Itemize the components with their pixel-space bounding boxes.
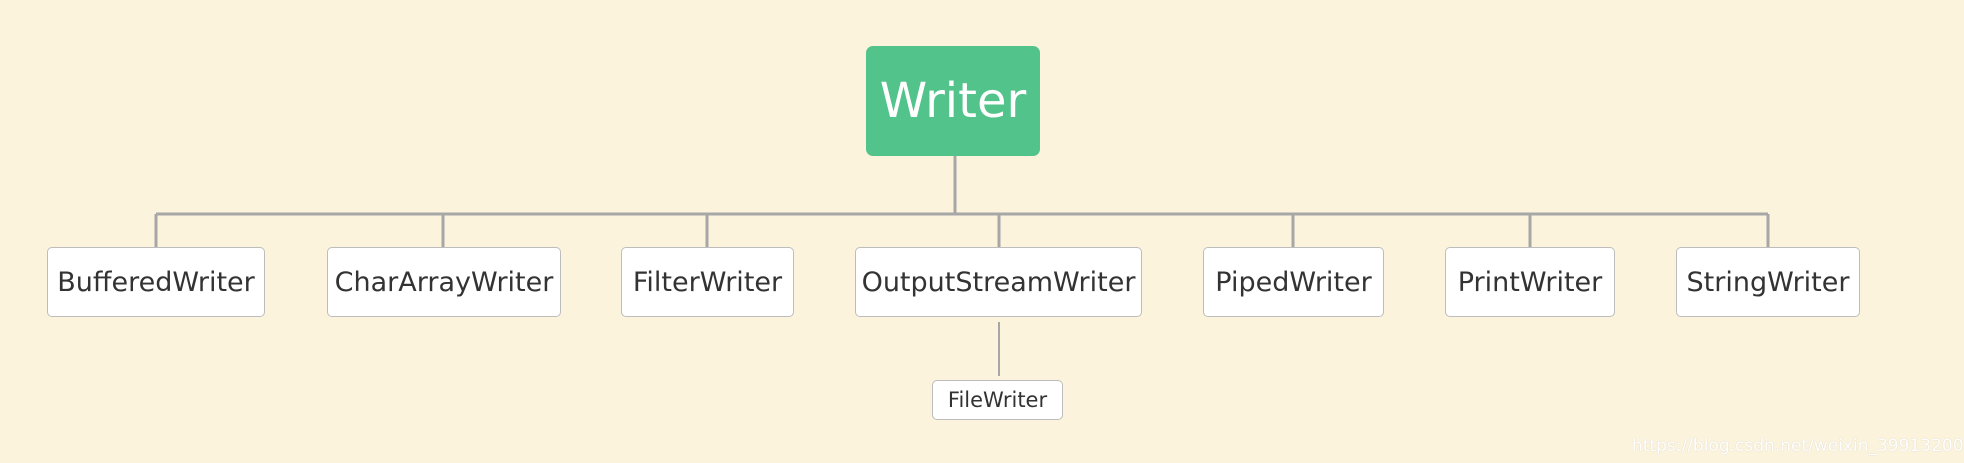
filterwriter-node: FilterWriter — [621, 247, 794, 317]
stringwriter-node: StringWriter — [1676, 247, 1860, 317]
chararraywriter-node: CharArrayWriter — [327, 247, 561, 317]
connector-lines — [154, 156, 1770, 376]
printwriter-node: PrintWriter — [1445, 247, 1615, 317]
bufferedwriter-node: BufferedWriter — [47, 247, 265, 317]
pipedwriter-node: PipedWriter — [1203, 247, 1384, 317]
writer-root-node: Writer — [866, 46, 1040, 156]
filewriter-node: FileWriter — [932, 380, 1063, 420]
outputstreamwriter-node: OutputStreamWriter — [855, 247, 1142, 317]
watermark-url: https://blog.csdn.net/weixin_39913200 — [1632, 436, 1964, 456]
